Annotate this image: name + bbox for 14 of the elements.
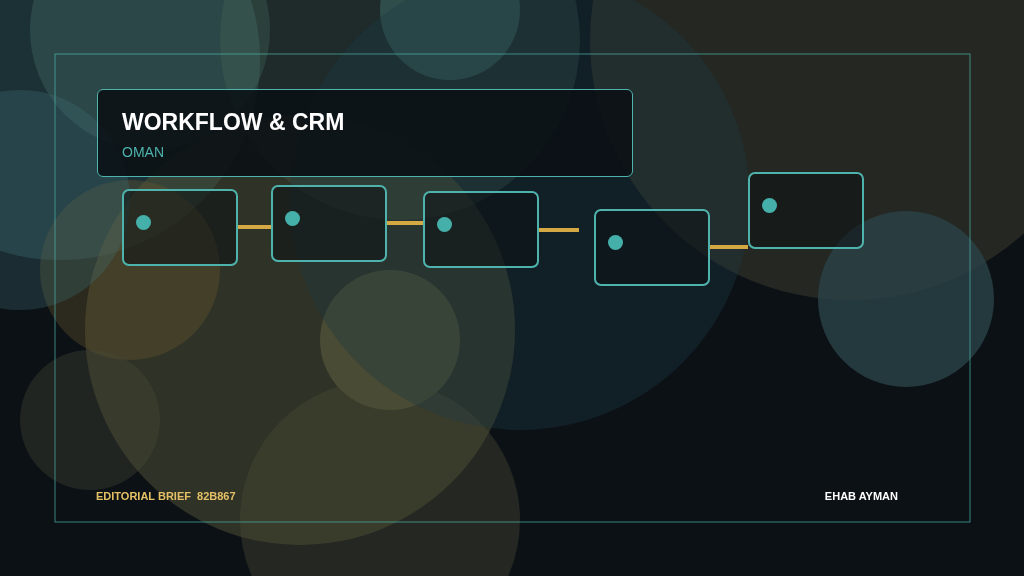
subtitle: OMAN: [122, 144, 165, 160]
connector-line: [710, 245, 748, 249]
connector-line: [238, 225, 271, 229]
author-name: EHAB AYMAN: [824, 490, 898, 502]
step-box: [423, 191, 539, 268]
brief-code: EDITORIAL BRIEF 82B867: [96, 490, 236, 502]
connector-line: [387, 221, 423, 225]
title: WORKFLOW & CRM: [122, 108, 346, 136]
step-box: [748, 172, 864, 249]
title-card: [97, 89, 633, 177]
step-box: [271, 185, 387, 262]
step-box: [594, 209, 710, 286]
connector-line: [539, 228, 579, 232]
step-box: [122, 189, 238, 266]
